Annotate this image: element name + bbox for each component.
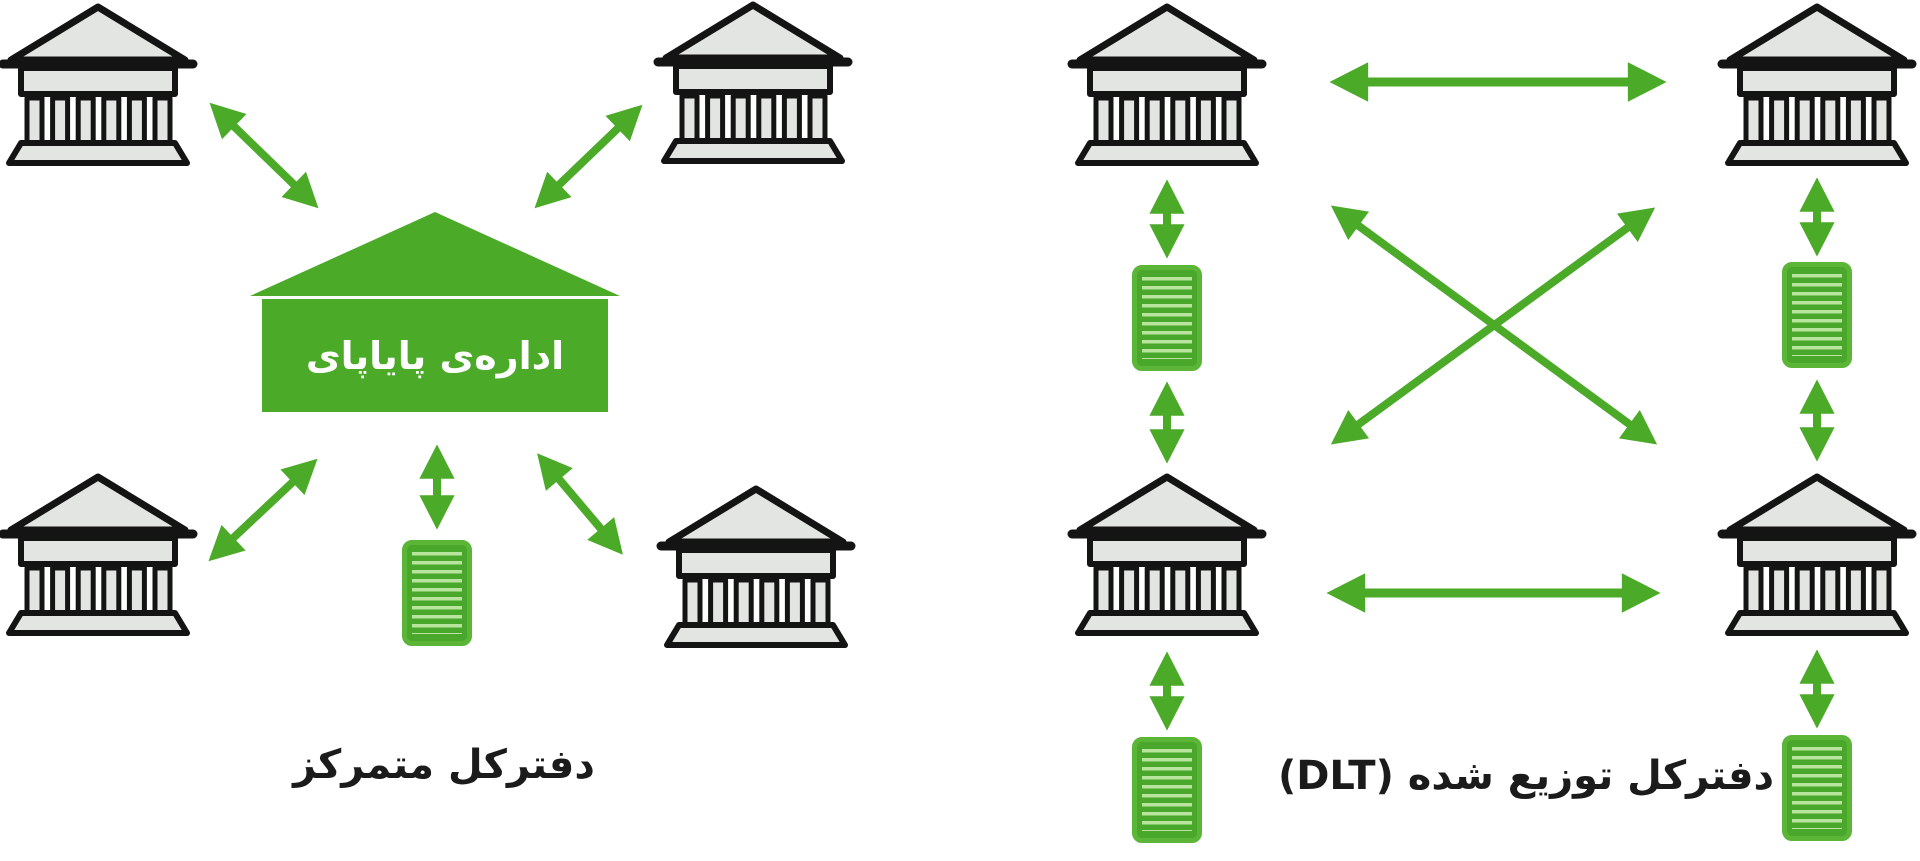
bank-icon-right-bottom-right [1717, 472, 1917, 642]
arrow-bottomleft-bank-hub [208, 458, 318, 562]
bank-building-icon [1717, 472, 1917, 642]
bank-building-icon [1067, 472, 1267, 642]
bank-icon-right-top-right [1717, 2, 1917, 172]
ledger-document-icon-right-middle [1782, 262, 1852, 368]
bank-icon-right-top-left [1067, 2, 1267, 172]
distributed-ledger-caption: دفترکل توزیع شده (DLT) [1277, 753, 1775, 799]
clearing-house-label: اداره‌ی پایاپای [305, 333, 565, 378]
bank-building-icon [1717, 2, 1917, 172]
arrow-topleft-bank-hub [209, 102, 319, 209]
bank-icon-right-bottom-left [1067, 472, 1267, 642]
clearing-house-roof-icon [250, 212, 620, 296]
clearing-house-node: اداره‌ی پایاپای [250, 210, 620, 412]
ledger-document-icon-central [402, 540, 472, 646]
centralized-ledger-caption: دفترکل متمرکز [293, 742, 595, 788]
ledger-document-icon-left-bottom [1132, 737, 1202, 843]
ledger-document-icon-left-middle [1132, 265, 1202, 371]
arrow-topright-bank-hub [534, 104, 643, 209]
ledger-document-icon-right-bottom [1782, 735, 1852, 841]
arrow-cross-bottomleft-topright [1330, 207, 1656, 445]
arrow-bottomright-bank-hub [537, 453, 623, 555]
bank-building-icon [1067, 2, 1267, 172]
clearing-house-body: اداره‌ی پایاپای [262, 299, 608, 412]
